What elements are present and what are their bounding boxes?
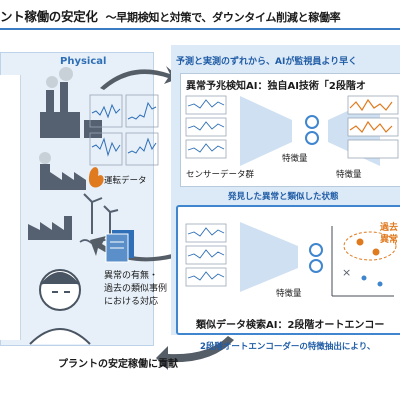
autoencoder-feature-text: 2段階オートエンコーダーの特徴抽出により、 (200, 342, 376, 352)
arrow-down-left-icon (156, 336, 234, 370)
physical-edge-strip (0, 75, 21, 340)
case-line-1: 異常の有無・ (104, 271, 159, 281)
operator-person-icon (29, 269, 91, 345)
ai-monitor-text: 予測と実測のずれから、AIが監視員より早く (176, 57, 358, 67)
orange-tag-anomaly: 異常 (380, 235, 399, 245)
operation-data-label: 運転データ (104, 176, 147, 186)
plant-illustrations (28, 67, 121, 345)
normal-point-mark: × (342, 266, 351, 279)
search-encoder-shape (240, 222, 298, 292)
documents-icon (105, 230, 134, 263)
past-case-point (356, 238, 364, 246)
similar-search-title: 類似データ検索AI：2段階オートエンコー (196, 320, 385, 331)
sensor-group-label: センサーデータ群 (186, 170, 255, 180)
operation-data-charts (89, 94, 159, 166)
thumb-chart-3-frame (89, 132, 123, 166)
thumb-chart-2-frame (125, 94, 159, 128)
feature-label-top: 特徴量 (282, 154, 308, 164)
latent-node-2 (305, 131, 319, 145)
thumb-chart-4-frame (125, 132, 159, 166)
latent-node-1 (305, 115, 319, 129)
search-feature-label: 特徴量 (276, 289, 302, 299)
case-line-3: における対応 (104, 297, 159, 307)
case-description: 異常の有無・ 過去の類似事例 における対応 (104, 270, 174, 309)
title-main: ント稼働の安定化 (0, 9, 98, 24)
anomaly-detection-title: 異常予兆検知AI：独自AI技術「2段階オ (186, 81, 366, 92)
factory-2-icon (28, 216, 72, 240)
physical-label: Physical (60, 56, 107, 67)
page-title: ント稼働の安定化〜早期検知と対策で、ダウンタイム削減と稼働率 (0, 6, 400, 25)
case-line-2: 過去の類似事例 (104, 284, 168, 294)
encoder-shape (240, 96, 292, 166)
detection-diagram (185, 95, 399, 166)
thumb-chart-4-line (127, 137, 157, 154)
power-plant-icon (40, 67, 102, 138)
orange-tag-past: 過去 (380, 223, 399, 233)
search-latent-node-2 (309, 259, 323, 273)
search-latent-node-1 (309, 243, 323, 257)
factory-icon (39, 152, 104, 190)
current-anomaly-point (372, 248, 380, 256)
wind-turbine-icon (83, 193, 119, 238)
title-subtitle: 〜早期検知と対策で、ダウンタイム削減と稼働率 (105, 11, 341, 24)
thumb-chart-1-frame (89, 94, 123, 128)
arrow-right-icon (100, 66, 180, 90)
feature-label-right: 特徴量 (336, 170, 362, 180)
similar-state-text: 発見した異常と類似した状態 (228, 192, 339, 202)
contribution-text: プラントの安定稼働に貢献 (58, 359, 178, 370)
title-divider (0, 28, 400, 30)
search-diagram: × (185, 222, 397, 297)
feature-space (331, 226, 394, 297)
thumb-chart-3-line (91, 137, 121, 157)
thumb-chart-2-line (127, 101, 157, 120)
thumb-chart-1-line (91, 103, 121, 119)
